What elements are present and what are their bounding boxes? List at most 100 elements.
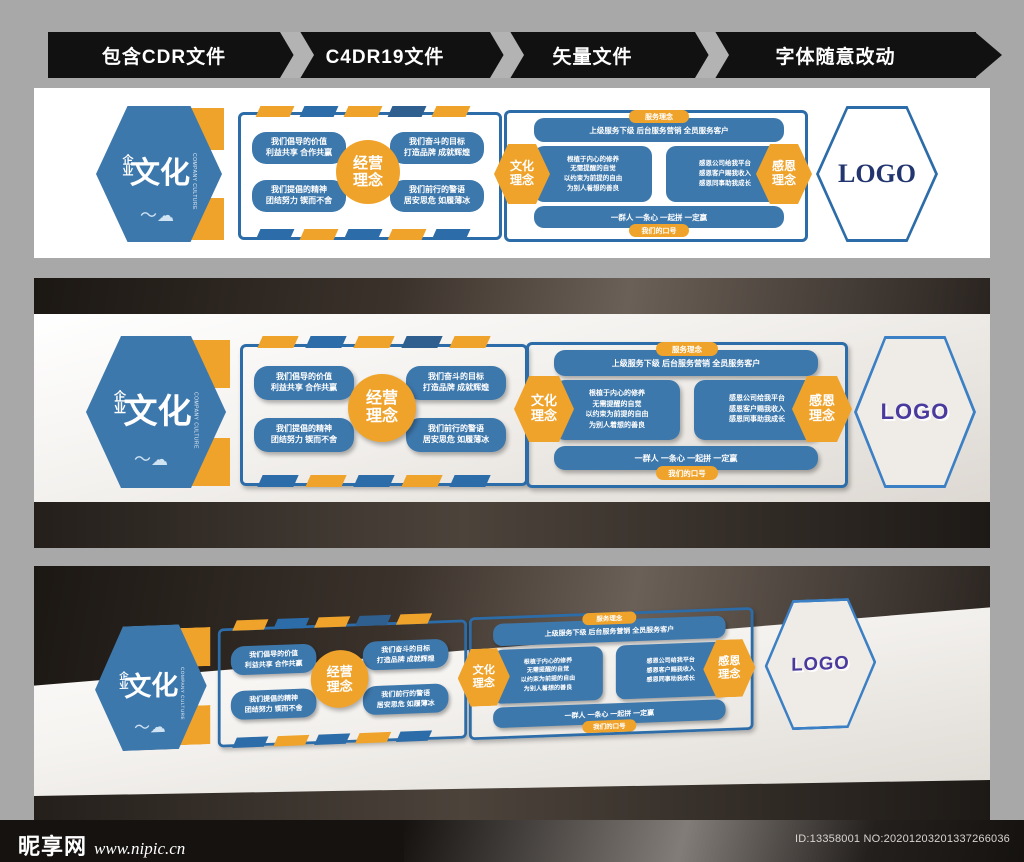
culture-hexagon-text: 企业 文化 COMPANY CULTURE	[96, 106, 222, 242]
badge-line2: 理念	[718, 667, 741, 681]
service-line: 上级服务下级 后台服务营销 全员服务客户	[544, 624, 675, 638]
deco-stripe	[305, 475, 347, 487]
panel3-art: 企业 文化 COMPANY CULTURE 〜☁ 我们倡导的价值 利益共享 合作…	[56, 583, 912, 763]
deco-stripe	[232, 619, 269, 631]
deco-stripe	[449, 336, 491, 348]
footer-sheen	[404, 820, 1024, 862]
pill-warning: 我们前行的警语 居安思危 如履薄冰	[406, 418, 506, 452]
pill-line1: 我们倡导的价值	[271, 137, 327, 147]
culture-text-line: 为别人着想的善良	[523, 684, 573, 693]
gratitude-philosophy-badge: 感恩 理念	[792, 376, 852, 442]
pill-line2: 居安思危 如履薄冰	[376, 698, 435, 709]
deco-stripe	[314, 733, 351, 745]
culture-text-line: 为别人着想的善良	[589, 421, 645, 429]
service-tag: 服务理念	[629, 110, 689, 123]
pill-value: 我们倡导的价值 利益共享 合作共赢	[230, 643, 317, 676]
deco-stripe	[401, 475, 443, 487]
circle-line2: 理念	[352, 172, 383, 189]
logo-hexagon: LOGO	[765, 597, 877, 731]
ribbon-segment-3: 矢量文件	[490, 32, 695, 78]
pill-line2: 打造品牌 成就辉煌	[422, 383, 490, 392]
pill-value: 我们倡导的价值 利益共享 合作共赢	[254, 366, 354, 400]
pill-line2: 居安思危 如履薄冰	[403, 196, 471, 205]
culture-big-label: 文化	[124, 671, 179, 703]
culture-hexagon-text: 企业 文化 COMPANY CULTURE	[86, 336, 226, 488]
deco-stripe	[355, 731, 392, 744]
ribbon-segment-1: 包含CDR文件	[48, 32, 280, 78]
pill-line2: 打造品牌 成就辉煌	[403, 148, 471, 157]
pill-line1: 我们前行的警语	[409, 185, 465, 195]
pill-warning: 我们前行的警语 居安思危 如履薄冰	[390, 180, 484, 212]
deco-stripe	[343, 229, 383, 240]
culture-philosophy-badge: 文化 理念	[514, 376, 574, 442]
badge-line1: 文化	[509, 159, 534, 174]
panel-wall-mockup-perspective: 企业 文化 COMPANY CULTURE 〜☁ 我们倡导的价值 利益共享 合作…	[34, 566, 990, 820]
panel2-art: 企业 文化 COMPANY CULTURE 〜☁ 我们倡导的价值 利益共享 合作…	[34, 318, 990, 508]
deco-stripe	[387, 229, 427, 240]
gratitude-text-line: 感恩同事助我成长	[699, 179, 751, 187]
pill-line2: 团结努力 锲而不舍	[244, 703, 303, 714]
pill-line2: 团结努力 锲而不舍	[265, 196, 333, 205]
deco-stripe	[273, 734, 310, 747]
pill-spirit: 我们提倡的精神 团结努力 锲而不舍	[254, 418, 354, 452]
deco-stripe	[314, 616, 351, 628]
ribbon-label-2: C4DR19文件	[325, 46, 445, 68]
deco-stripe	[353, 336, 395, 348]
pill-line1: 我们前行的警语	[428, 424, 484, 434]
pill-line1: 我们奋斗的目标	[428, 372, 484, 382]
deco-stripe	[305, 336, 347, 348]
panel-wall-mockup-front: 企业 文化 COMPANY CULTURE 〜☁ 我们倡导的价值 利益共享 合作…	[34, 278, 990, 548]
culture-small-label: 企业	[121, 154, 133, 176]
slogan-line: 一群人 一条心 一起拼 一定赢	[610, 212, 708, 222]
badge-line2: 理念	[472, 676, 495, 690]
deco-stripe	[232, 736, 269, 748]
culture-text-line: 以约束为前提的自由	[563, 175, 623, 182]
logo-text: LOGO	[791, 652, 850, 675]
ribbon-segment-2: C4DR19文件	[280, 32, 490, 78]
pill-spirit: 我们提倡的精神 团结努力 锲而不舍	[230, 688, 317, 721]
gratitude-text-line: 感恩公司给我平台	[699, 160, 751, 168]
culture-text-stack: 根植于内心的修养 无需提醒的自觉 以约束为前提的自由 为别人着想的善良	[534, 146, 652, 202]
culture-text-stack: 根植于内心的修养 无需提醒的自觉 以约束为前提的自由 为别人着想的善良	[493, 646, 603, 704]
logo-hexagon: LOGO	[816, 106, 938, 242]
slogan-band: 一群人 一条心 一起拼 一定赢	[554, 446, 818, 470]
wall-ceiling	[34, 278, 990, 318]
gratitude-text-stack: 感恩公司给我平台 感恩客户赐我收入 感恩同事助我成长	[666, 146, 784, 202]
gratitude-text-line: 感恩同事助我成长	[646, 675, 695, 684]
culture-text-stack: 根植于内心的修养 无需提醒的自觉 以约束为前提的自由 为别人着想的善良	[554, 380, 680, 440]
footer-brand-name: 昵享网	[18, 834, 88, 859]
culture-pinyin: COMPANY CULTURE	[192, 391, 199, 449]
panel-flat-artwork: 企业 文化 COMPANY CULTURE 〜☁ 我们倡导的价值	[34, 88, 990, 258]
deco-stripe	[431, 106, 471, 117]
culture-text-line: 为别人着想的善良	[567, 184, 619, 192]
pill-goal: 我们奋斗的目标 打造品牌 成就辉煌	[362, 638, 449, 671]
ribbon-label-1: 包含CDR文件	[101, 46, 227, 68]
culture-hexagon: 企业 文化 COMPANY CULTURE 〜☁	[96, 106, 222, 242]
badge-line1: 感恩	[808, 393, 835, 409]
deco-stripe	[449, 475, 491, 487]
ribbon-tail-arrow	[972, 32, 1002, 78]
badge-line1: 感恩	[771, 159, 796, 174]
ribbon-segment-4: 字体随意改动	[695, 32, 976, 78]
slogan-tag: 我们的口号	[629, 224, 689, 237]
business-philosophy-circle: 经营 理念	[348, 374, 416, 442]
footer-brand: 昵享网 www.nipic.cn	[18, 829, 185, 861]
badge-line1: 文化	[530, 393, 557, 409]
gratitude-text-line: 感恩公司给我平台	[729, 395, 785, 403]
culture-text-line: 根植于内心的修养	[567, 155, 619, 163]
service-tag: 服务理念	[656, 342, 718, 356]
pill-line2: 居安思危 如履薄冰	[422, 435, 490, 444]
badge-line2: 理念	[530, 408, 557, 423]
deco-stripe	[299, 229, 339, 240]
badge-line2: 理念	[808, 408, 835, 423]
service-line: 上级服务下级 后台服务营销 全员服务客户	[589, 125, 729, 135]
deco-stripe	[255, 106, 295, 117]
logo-hexagon: LOGO	[854, 336, 976, 488]
gratitude-text-stack: 感恩公司给我平台 感恩客户赐我收入 感恩同事助我成长	[694, 380, 820, 440]
badge-line2: 理念	[771, 173, 796, 187]
deco-stripe	[343, 106, 383, 117]
pill-goal: 我们奋斗的目标 打造品牌 成就辉煌	[406, 366, 506, 400]
ribbon-label-3: 矢量文件	[552, 46, 633, 68]
culture-text-line: 无需提醒的自觉	[592, 400, 642, 408]
